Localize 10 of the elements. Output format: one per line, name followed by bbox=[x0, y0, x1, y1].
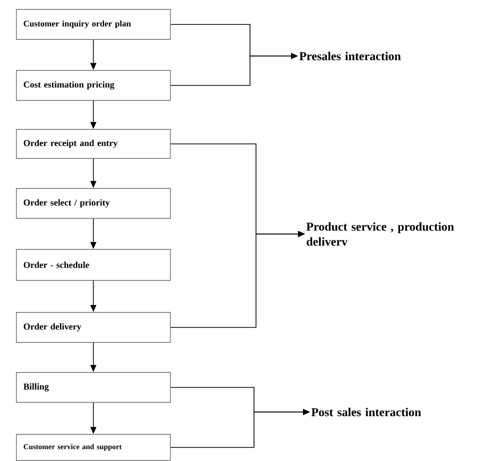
stage-label: Product service , production deliverv bbox=[306, 222, 454, 246]
process-box: Order receipt and entry bbox=[16, 129, 171, 159]
process-box: Order - schedule bbox=[16, 249, 171, 281]
process-box: Customer inquiry order plan bbox=[16, 9, 171, 40]
process-box: Billing bbox=[16, 372, 171, 403]
stage-label: Presales interaction bbox=[299, 52, 401, 60]
process-box: Order delivery bbox=[16, 312, 171, 343]
process-box: Cost estimation pricing bbox=[16, 70, 171, 101]
process-box: Order select / priority bbox=[16, 188, 171, 219]
stage-label: Post sales interaction bbox=[311, 408, 421, 416]
